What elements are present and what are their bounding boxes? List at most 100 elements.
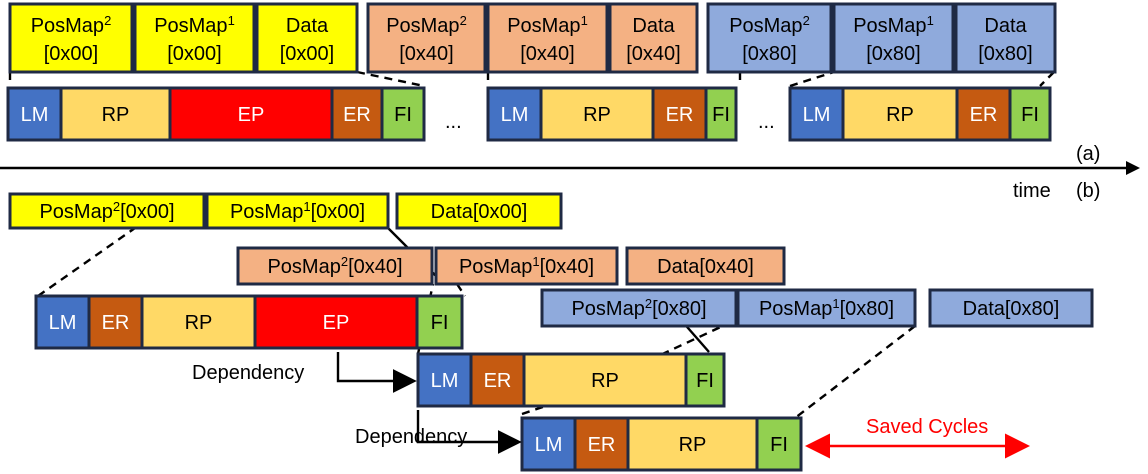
stage-label-lm: LM xyxy=(21,104,49,126)
request-box-data-0x40: Data [0x40] xyxy=(608,2,699,74)
request-label: PosMap2[0x80] xyxy=(571,296,706,321)
request-address: [0x00] xyxy=(167,43,221,65)
stage-ep xyxy=(168,86,334,142)
request-name: PosMap1 xyxy=(853,13,934,38)
ellipsis-2: ... xyxy=(758,111,775,133)
request-box-b-posmap1-0x40: PosMap1[0x40] xyxy=(434,246,619,286)
request-label: PosMap1[0x40] xyxy=(459,254,594,279)
request-box-posmap2-0x80: PosMap2 [0x80] xyxy=(706,2,833,74)
request-name: PosMap2 xyxy=(729,13,810,38)
stage-label-rp: RP xyxy=(886,104,914,126)
stage-lm xyxy=(788,86,845,142)
request-label: PosMap1[0x80] xyxy=(759,296,894,321)
request-box-posmap1-0x40: PosMap1 [0x40] xyxy=(486,2,609,74)
stage-er xyxy=(469,352,526,408)
stage-ep xyxy=(253,294,419,350)
stage-er xyxy=(573,416,630,472)
stage-label-er: ER xyxy=(102,312,130,334)
stage-label-rp: RP xyxy=(583,104,611,126)
stage-rp xyxy=(539,86,655,142)
request-box-data-0x80: Data [0x80] xyxy=(954,2,1057,74)
request-box-posmap1-0x00: PosMap1[0x00] xyxy=(133,2,256,74)
request-name: PosMap1 xyxy=(507,13,588,38)
stage-fi xyxy=(755,416,803,472)
ellipsis-1: ... xyxy=(445,111,462,133)
stage-lm xyxy=(34,294,91,350)
stage-label-lm: LM xyxy=(501,104,529,126)
stage-label-lm: LM xyxy=(535,434,563,456)
request-address: [0x00] xyxy=(44,43,98,65)
stage-label-er: ER xyxy=(970,104,998,126)
request-label: Data[0x00] xyxy=(431,201,528,223)
stage-label-fi: FI xyxy=(431,312,449,334)
stage-lm xyxy=(520,416,577,472)
request-box-b-posmap1-0x80: PosMap1[0x80] xyxy=(736,288,917,328)
time-label: time xyxy=(1013,180,1051,202)
request-label: PosMap1[0x00] xyxy=(230,199,365,224)
stage-er xyxy=(330,86,384,142)
dependency-arrow-1 xyxy=(336,352,417,393)
request-box-b-data-0x80: Data[0x80] xyxy=(928,288,1094,328)
request-address: [0x80] xyxy=(742,43,796,65)
request-box-posmap2-0x40: PosMap2[0x40] xyxy=(366,2,487,74)
stage-label-fi: FI xyxy=(394,104,412,126)
stage-rp xyxy=(140,294,257,350)
request-name: Data xyxy=(632,15,675,37)
request-address: [0x40] xyxy=(520,43,574,65)
request-name: Data xyxy=(984,15,1027,37)
request-label: Data[0x40] xyxy=(657,256,754,278)
stage-label-er: ER xyxy=(484,370,512,392)
request-name: PosMap2 xyxy=(31,13,112,38)
stage-label-rp: RP xyxy=(679,434,707,456)
stage-fi xyxy=(1008,86,1052,142)
stage-label-rp: RP xyxy=(591,370,619,392)
stage-er xyxy=(651,86,708,142)
request-box-b-data-0x40: Data[0x40] xyxy=(625,246,786,286)
stage-rp xyxy=(522,352,688,408)
stage-fi xyxy=(704,86,738,142)
part-a-label: (a) xyxy=(1076,143,1100,165)
request-box-data-0x00: Data[0x00] xyxy=(255,2,359,74)
request-box-b-posmap2-0x80: PosMap2[0x80] xyxy=(540,288,738,328)
dependency-arrows: Dependency Dependency xyxy=(192,352,522,454)
part-b-requests: PosMap2[0x00] PosMap1[0x00] Data[0x00] PosM… xyxy=(8,192,1094,328)
request-box-b-data-0x00: Data[0x00] xyxy=(395,192,563,230)
dependency-label-1: Dependency xyxy=(192,362,304,384)
stage-fi xyxy=(684,352,726,408)
request-address: [0x00] xyxy=(280,43,334,65)
request-address: [0x80] xyxy=(866,43,920,65)
stage-label-ep: EP xyxy=(323,312,350,334)
stage-label-fi: FI xyxy=(1021,104,1039,126)
request-box-b-posmap2-0x00: PosMap2[0x00] xyxy=(8,192,206,230)
request-label: PosMap2[0x40] xyxy=(267,254,402,279)
dependency-label-2: Dependency xyxy=(355,426,467,448)
part-a-requests: PosMap2[0x00]PosMap1[0x00]Data[0x00]PosM… xyxy=(8,2,1057,74)
timeline: (a) time (b) xyxy=(0,143,1140,202)
stage-lm xyxy=(486,86,543,142)
request-box-posmap1-0x80: PosMap1 [0x80] xyxy=(832,2,955,74)
request-name: PosMap2 xyxy=(386,13,467,38)
request-address: [0x40] xyxy=(626,43,680,65)
stage-label-rp: RP xyxy=(185,312,213,334)
timeline-arrowhead xyxy=(1126,161,1140,175)
stage-fi xyxy=(380,86,426,142)
stage-fi xyxy=(415,294,464,350)
request-box-posmap2-0x00: PosMap2 [0x00] xyxy=(8,2,134,74)
saved-cycles-label: Saved Cycles xyxy=(866,416,988,438)
stage-label-ep: EP xyxy=(238,104,265,126)
request-label: PosMap2[0x00] xyxy=(39,199,174,224)
dependency-arrow-2 xyxy=(416,410,522,454)
stage-label-er: ER xyxy=(588,434,616,456)
saved-cycles: Saved Cycles xyxy=(805,416,1030,459)
stage-er xyxy=(87,294,144,350)
request-box-b-posmap2-0x40: PosMap2[0x40] xyxy=(236,246,434,286)
stage-label-er: ER xyxy=(666,104,694,126)
request-address: [0x80] xyxy=(978,43,1032,65)
stage-label-rp: RP xyxy=(102,104,130,126)
